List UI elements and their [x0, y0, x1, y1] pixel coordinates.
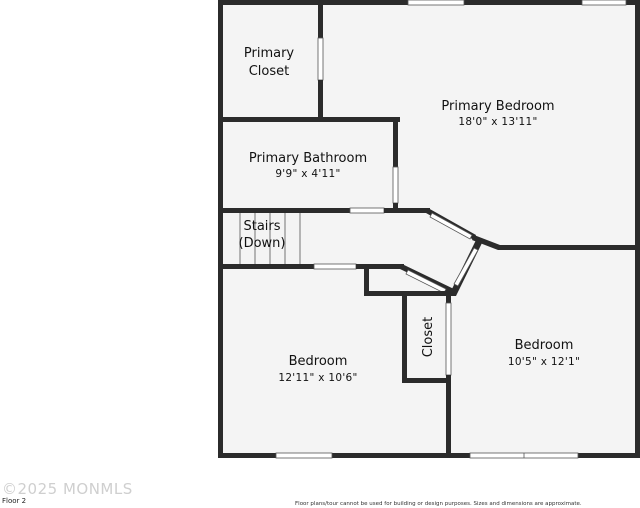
floor-label: Floor 2 — [2, 497, 27, 505]
stairs-label-2: (Down) — [239, 236, 286, 251]
primary-bedroom-dims: 18'0" x 13'11" — [458, 116, 537, 128]
bedroom-right-label: Bedroom — [515, 338, 574, 353]
exterior-wall-left — [218, 0, 223, 458]
hall-angle-door — [429, 212, 473, 240]
bedroom-right-dims: 10'5" x 12'1" — [508, 356, 580, 368]
primary-bathroom-dims: 9'9" x 4'11" — [275, 168, 340, 180]
exterior-wall-bottom — [218, 453, 640, 458]
closet-right-wall-top — [446, 291, 451, 303]
primary-closet-label-2: Closet — [249, 64, 290, 79]
bath-door — [392, 166, 399, 204]
bedroom-left-door — [313, 263, 357, 270]
hall-angle-wall-2 — [472, 235, 500, 250]
disclaimer-text: Floor plans/tour cannot be used for buil… — [295, 501, 582, 507]
closet-door — [317, 37, 324, 81]
stairs-label-1: Stairs — [243, 219, 280, 234]
primary-closet-label-1: Primary — [244, 46, 295, 61]
bedroom-divider-wall — [446, 375, 451, 457]
bedroom-right-door — [453, 247, 479, 287]
bath-top-wall — [222, 117, 400, 122]
hall-top-wall — [384, 208, 430, 213]
closet-bottom-wall — [402, 378, 450, 383]
window-top — [407, 0, 465, 6]
closet-top-wall — [364, 291, 456, 296]
bedroom-left-dims: 12'11" x 10'6" — [278, 372, 357, 384]
exterior-wall-right — [635, 0, 640, 458]
closet-left-wall — [402, 291, 407, 383]
primary-bedroom-label: Primary Bedroom — [441, 99, 554, 114]
bedroom-left-label: Bedroom — [289, 354, 348, 369]
bath-bottom-wall — [222, 208, 350, 213]
stair-treads — [239, 213, 301, 264]
bath-right-wall-upper — [393, 117, 398, 167]
primary-bathroom-label: Primary Bathroom — [249, 151, 367, 166]
closet-left-stub — [364, 268, 369, 296]
closet-label: Closet — [421, 317, 436, 358]
mls-watermark: ©2025 MONMLS — [2, 480, 133, 498]
closet-wall-lower — [318, 80, 323, 118]
hall-bottom-wall — [356, 264, 404, 269]
closet-wall-upper — [318, 4, 323, 38]
window-bottom-left — [275, 452, 333, 459]
window-top-right — [581, 0, 627, 6]
closet-door — [445, 302, 452, 376]
bath-hall-door — [349, 207, 385, 214]
primary-bedroom-bottom-wall — [498, 245, 638, 250]
stairs-bottom-wall — [222, 264, 314, 269]
